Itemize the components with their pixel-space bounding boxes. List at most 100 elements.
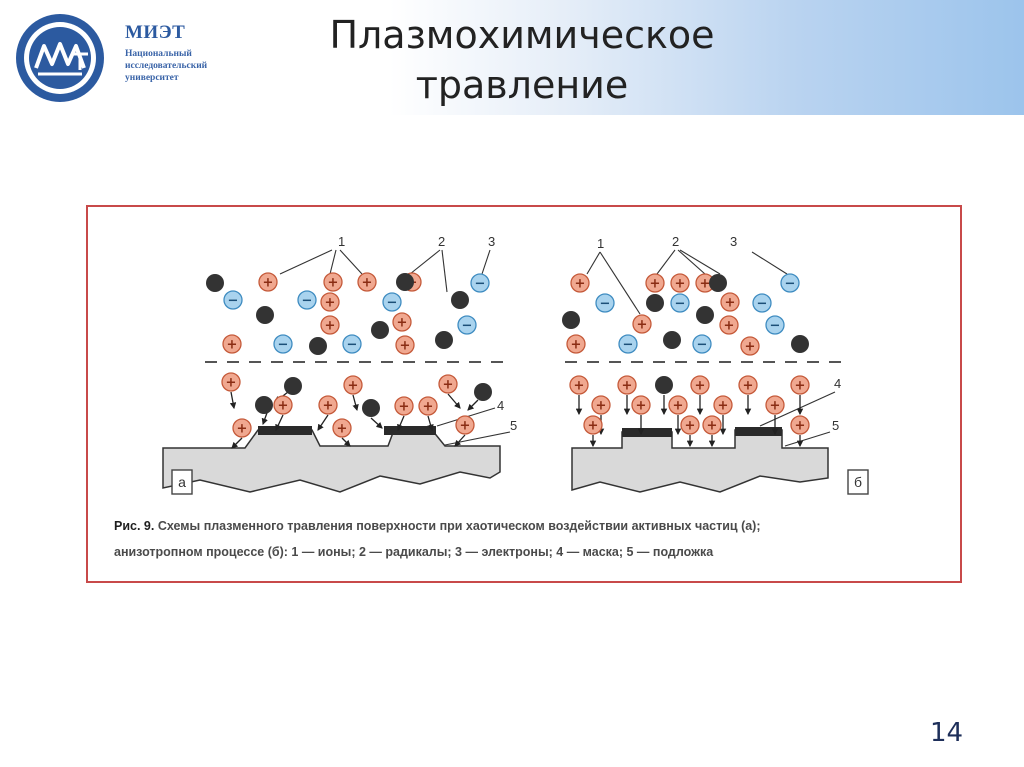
ion-circle bbox=[392, 312, 412, 332]
caption-line-2: анизотропном процессе (б): 1 — ионы; 2 —… bbox=[114, 545, 714, 559]
ion-particle: + bbox=[357, 272, 377, 292]
ion-particle: + bbox=[670, 273, 690, 293]
ion-sign: + bbox=[362, 276, 373, 291]
ion-circle bbox=[632, 314, 652, 334]
ion-sign: + bbox=[323, 399, 334, 414]
radical-particle bbox=[709, 274, 727, 292]
mask-b-left bbox=[622, 428, 672, 437]
ion-particle: + bbox=[570, 273, 590, 293]
ion-particle: + bbox=[455, 415, 475, 435]
ion-sign: + bbox=[695, 379, 706, 394]
electron-sign: − bbox=[600, 297, 611, 312]
ion-sign: + bbox=[795, 379, 806, 394]
ion-sign: + bbox=[707, 419, 718, 434]
substrate-b bbox=[571, 429, 829, 493]
ion-particle: + bbox=[690, 375, 710, 395]
ion-sign: + bbox=[574, 379, 585, 394]
ion-circle bbox=[569, 375, 589, 395]
ion-particle: + bbox=[740, 336, 760, 356]
ion-circle bbox=[320, 292, 340, 312]
electron-sign: − bbox=[278, 338, 289, 353]
leader-line bbox=[677, 249, 706, 275]
ion-circle bbox=[631, 395, 651, 415]
ion-particle: + bbox=[591, 395, 611, 415]
radical-particle bbox=[562, 311, 580, 329]
diagram-label: 2 bbox=[438, 234, 445, 249]
radical-particle bbox=[371, 321, 389, 339]
ion-particle: + bbox=[617, 375, 637, 395]
ion-sign: + bbox=[725, 296, 736, 311]
ion-circle bbox=[273, 395, 293, 415]
radical-particle bbox=[474, 383, 492, 401]
ion-circle bbox=[323, 272, 343, 292]
electron-particle: − bbox=[765, 315, 785, 335]
ion-sign: + bbox=[348, 379, 359, 394]
radical-particle bbox=[255, 396, 273, 414]
electron-particle: − bbox=[595, 293, 615, 313]
radical-particle bbox=[206, 274, 224, 292]
radical-particle bbox=[791, 335, 809, 353]
mask-a-left bbox=[258, 426, 312, 435]
diagram-label: 5 bbox=[510, 418, 517, 433]
ion-particle: + bbox=[392, 312, 412, 332]
electron-sign: − bbox=[785, 277, 796, 292]
ion-particle: + bbox=[318, 395, 338, 415]
electron-circle bbox=[752, 293, 772, 313]
electron-sign: − bbox=[623, 338, 634, 353]
motion-arrow bbox=[427, 415, 434, 432]
ion-circle bbox=[645, 273, 665, 293]
panel-badge-label: а bbox=[178, 474, 186, 490]
ion-particle: + bbox=[632, 314, 652, 334]
ion-circle bbox=[343, 375, 363, 395]
ion-sign: + bbox=[636, 399, 647, 414]
ion-circle bbox=[258, 272, 278, 292]
ion-circle bbox=[232, 418, 252, 438]
ion-particle: + bbox=[395, 335, 415, 355]
electron-particle: − bbox=[223, 290, 243, 310]
ion-circle bbox=[357, 272, 377, 292]
ion-particle: + bbox=[631, 395, 651, 415]
diagram-label: 3 bbox=[730, 234, 737, 249]
ion-sign: + bbox=[650, 277, 661, 292]
electron-circle bbox=[692, 334, 712, 354]
electron-particle: − bbox=[273, 334, 293, 354]
ion-sign: + bbox=[575, 277, 586, 292]
caption-figure-ref: Рис. 9. bbox=[114, 519, 155, 533]
ion-particle: + bbox=[720, 292, 740, 312]
ion-sign: + bbox=[400, 339, 411, 354]
figure-frame: +++++++++−−−−−−−+++++++++++++++++++−−−−−… bbox=[86, 205, 962, 583]
ion-particle: + bbox=[680, 415, 700, 435]
ion-particle: + bbox=[569, 375, 589, 395]
ion-sign: + bbox=[263, 276, 274, 291]
ion-sign: + bbox=[724, 319, 735, 334]
ion-sign: + bbox=[227, 338, 238, 353]
electron-circle bbox=[765, 315, 785, 335]
diagram-label: 4 bbox=[497, 398, 504, 413]
plasma-etching-diagram: +++++++++−−−−−−−+++++++++++++++++++−−−−−… bbox=[162, 234, 869, 495]
electron-particle: − bbox=[470, 273, 490, 293]
ion-particle: + bbox=[221, 372, 241, 392]
ion-sign: + bbox=[795, 419, 806, 434]
ion-sign: + bbox=[325, 296, 336, 311]
ion-circle bbox=[690, 375, 710, 395]
diagram-label: 3 bbox=[488, 234, 495, 249]
motion-arrow bbox=[370, 417, 383, 429]
electron-particle: − bbox=[618, 334, 638, 354]
ion-circle bbox=[790, 375, 810, 395]
org-subtitle-line: Национальный bbox=[125, 49, 192, 59]
motion-arrow bbox=[352, 394, 359, 412]
slide-number: 14 bbox=[930, 718, 964, 748]
diagram-label: 2 bbox=[672, 234, 679, 249]
ion-particle: + bbox=[332, 418, 352, 438]
radical-particle bbox=[435, 331, 453, 349]
ion-particle: + bbox=[320, 292, 340, 312]
figure-caption: Рис. 9. Схемы плазменного травления пове… bbox=[114, 513, 954, 565]
ion-particle: + bbox=[765, 395, 785, 415]
ion-sign: + bbox=[588, 419, 599, 434]
leader-line bbox=[409, 249, 441, 275]
leader-line bbox=[751, 251, 788, 275]
ion-sign: + bbox=[675, 277, 686, 292]
radical-particle bbox=[309, 337, 327, 355]
electron-sign: − bbox=[347, 338, 358, 353]
page-title-line: Плазмохимическое bbox=[329, 13, 715, 57]
